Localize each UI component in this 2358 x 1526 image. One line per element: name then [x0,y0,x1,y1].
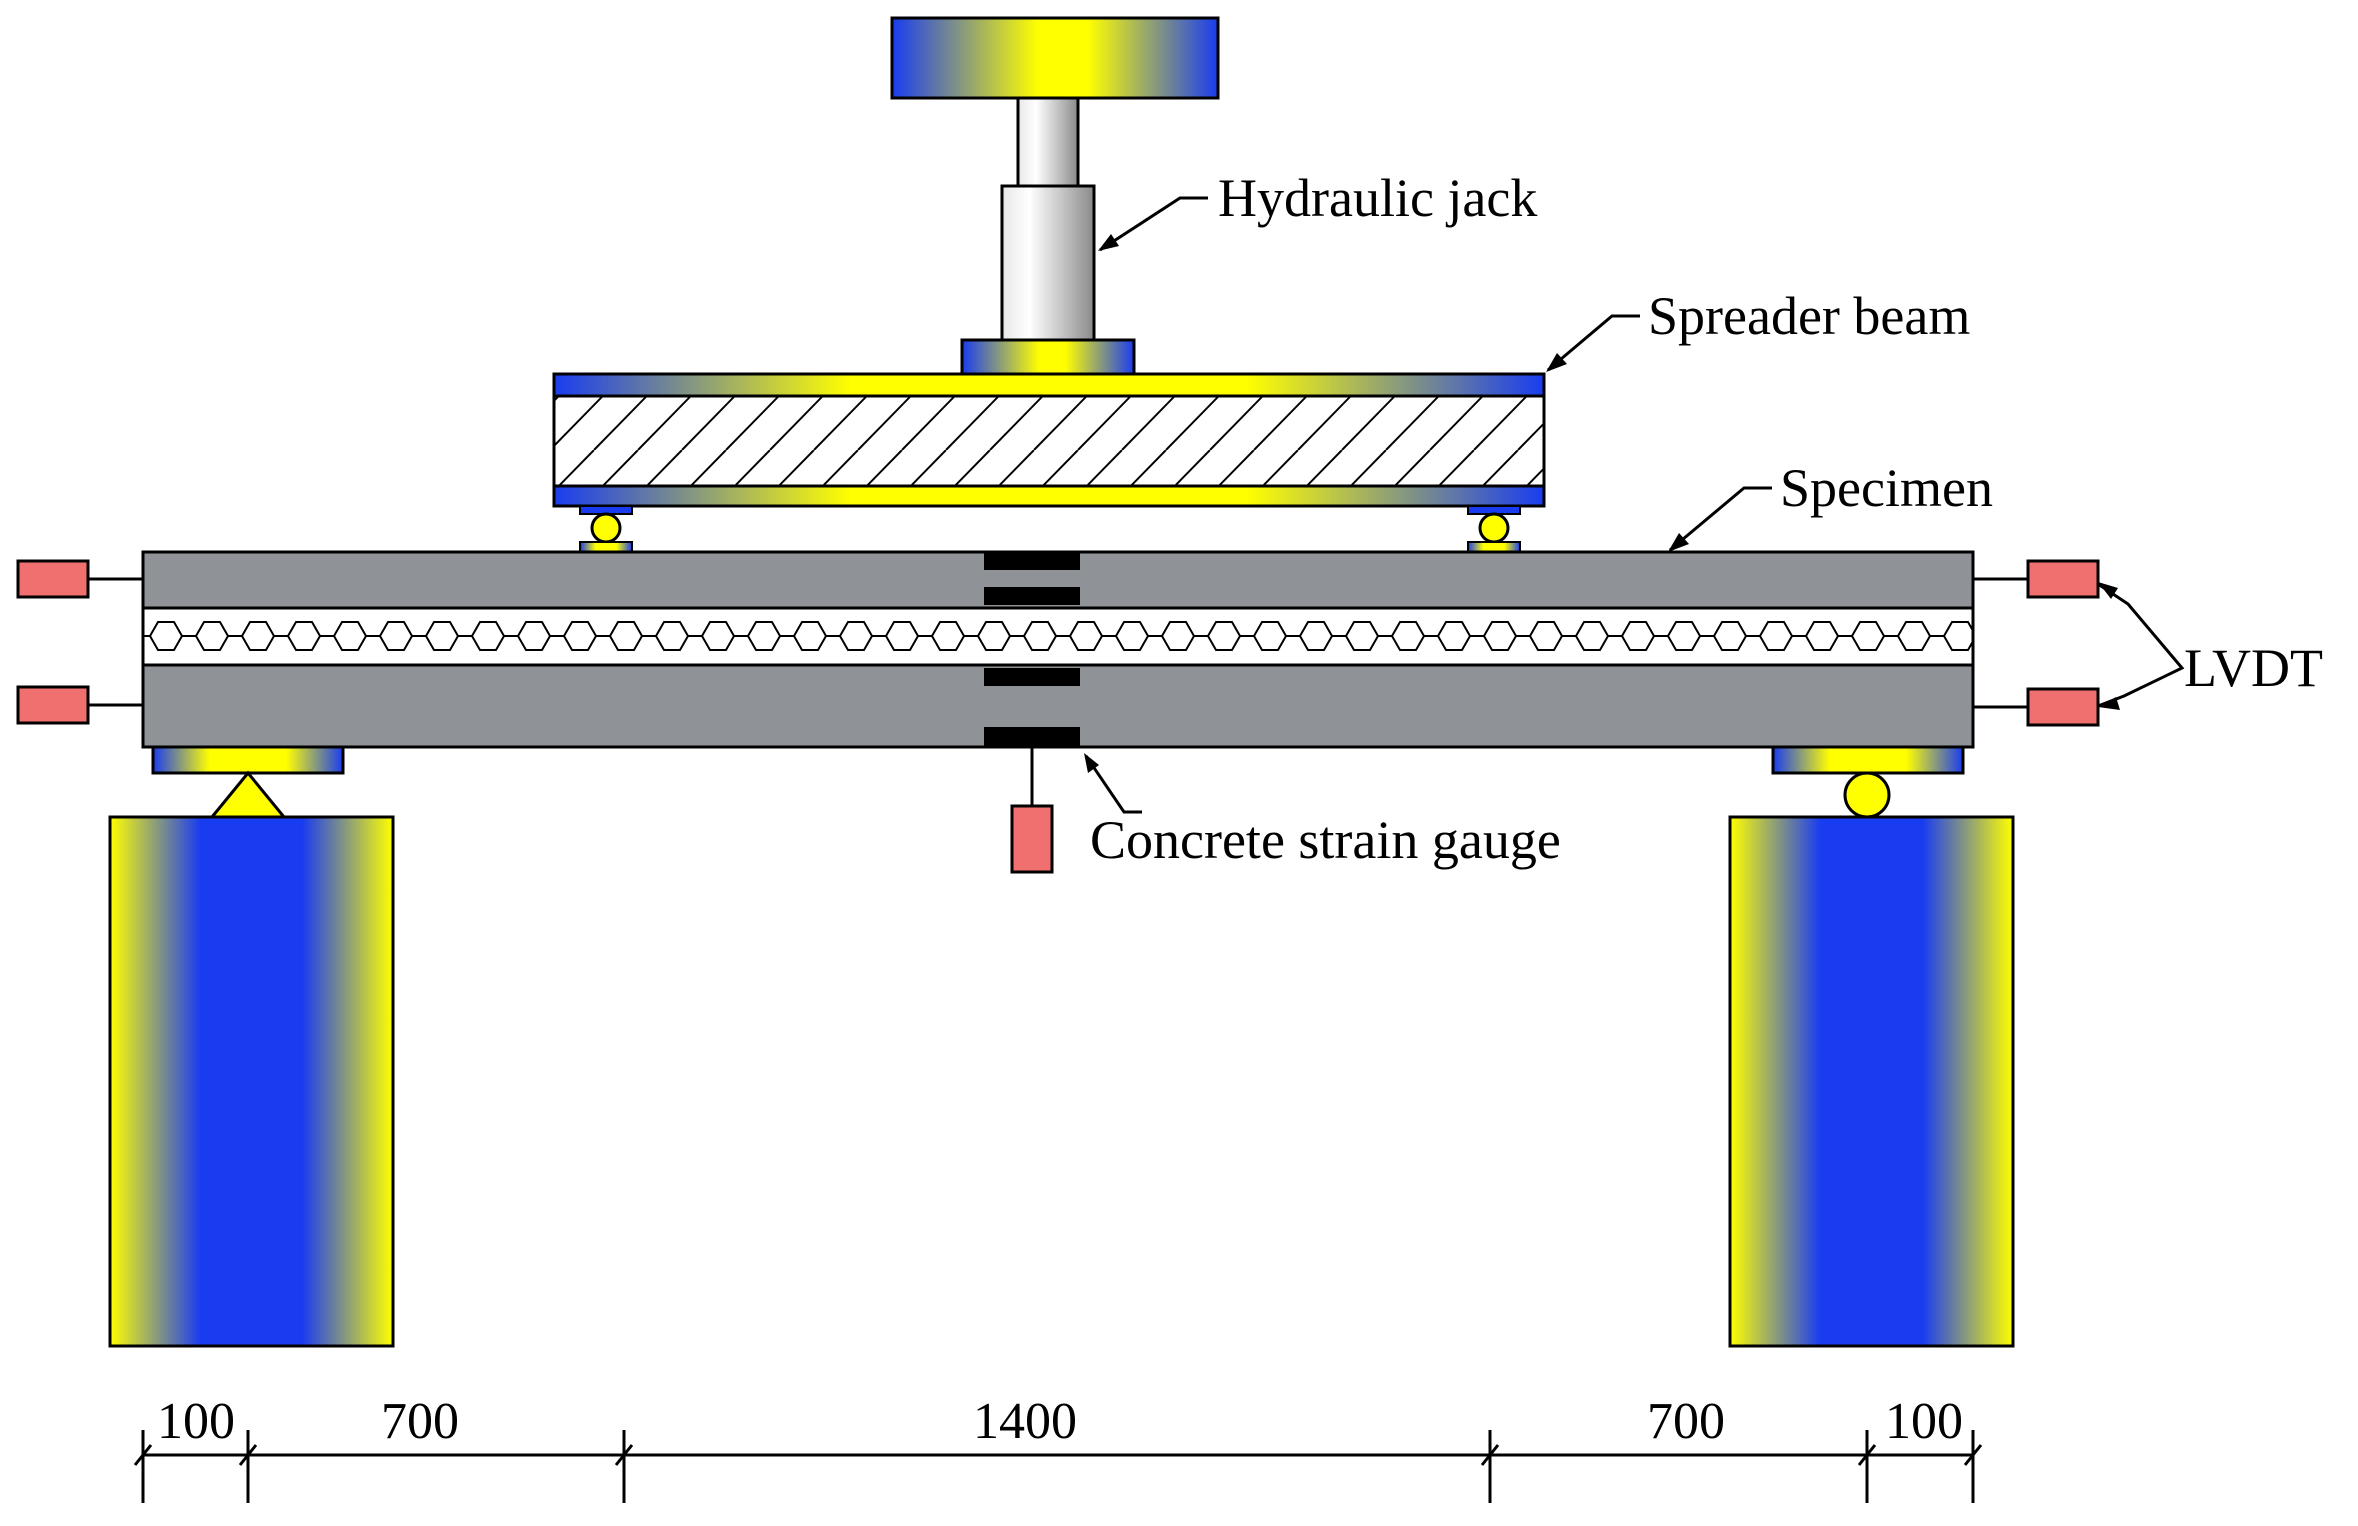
honeycomb-pattern [143,608,1973,665]
loading-roller-right [1467,505,1521,553]
dim-right-end: 100 [1885,1393,1963,1450]
label-lvdt: LVDT [2184,638,2323,698]
label-spreader-beam: Spreader beam [1648,286,1970,346]
lvdt-left-bottom [16,685,143,725]
lvdt-right-bottom [1973,687,2100,727]
support-right [1728,745,2015,1348]
jack-cylinder [1000,184,1096,342]
spreader-web-hatch [552,394,1546,488]
support-right-bearing-plate [1771,745,1965,775]
dimension-line: 100 700 1400 700 100 [133,1393,1983,1503]
lvdt-left-top [16,559,143,599]
hydraulic-jack [890,16,1220,376]
label-specimen-group: Specimen [1668,458,1993,552]
label-spreader-beam-group: Spreader beam [1546,286,1970,372]
support-left-bearing-plate [151,745,345,775]
loading-roller-left [579,505,633,553]
spreader-bottom-flange [552,484,1546,508]
jack-top-plate [890,16,1220,100]
label-hydraulic-jack: Hydraulic jack [1218,168,1537,228]
support-right-roller [1843,771,1891,819]
support-right-pedestal [1728,815,2015,1348]
support-left-pin [208,770,288,819]
jack-piston-rod [1016,96,1080,188]
label-lvdt-group: LVDT [2097,582,2323,710]
spreader-beam [552,372,1546,508]
support-left [108,745,395,1348]
dim-left-end: 100 [157,1393,235,1450]
lvdt-right-top [1973,559,2100,599]
specimen [141,550,1975,749]
support-left-pedestal [108,815,395,1348]
dim-left-shear: 700 [381,1393,459,1450]
label-hydraulic-jack-group: Hydraulic jack [1098,168,1537,252]
label-concrete-strain-gauge: Concrete strain gauge [1090,810,1561,870]
jack-base-plate [960,338,1136,376]
dim-mid: 1400 [973,1393,1077,1450]
label-specimen: Specimen [1780,458,1993,518]
label-concrete-strain-gauge-group: Concrete strain gauge [1084,753,1561,870]
lvdt-midspan [1010,747,1054,874]
spreader-top-flange [552,372,1546,398]
strain-gauges-midspan [984,552,1080,747]
dim-right-shear: 700 [1647,1393,1725,1450]
